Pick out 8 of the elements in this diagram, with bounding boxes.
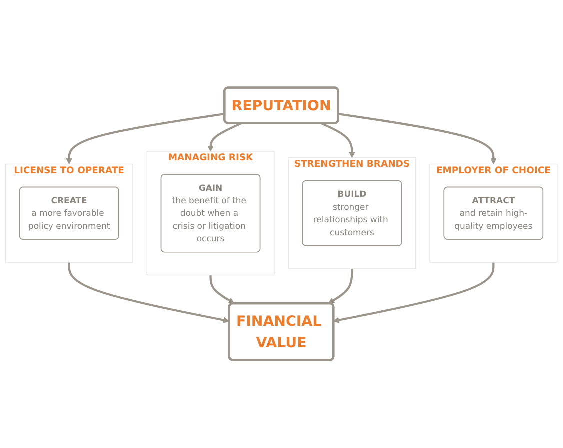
arrow bbox=[338, 113, 497, 165]
arrow bbox=[66, 113, 225, 165]
arrow bbox=[333, 262, 495, 324]
arrow bbox=[320, 122, 356, 158]
arrow bbox=[210, 275, 235, 304]
arrow bbox=[208, 122, 243, 152]
arrow bbox=[68, 262, 230, 324]
arrow bbox=[328, 268, 354, 304]
